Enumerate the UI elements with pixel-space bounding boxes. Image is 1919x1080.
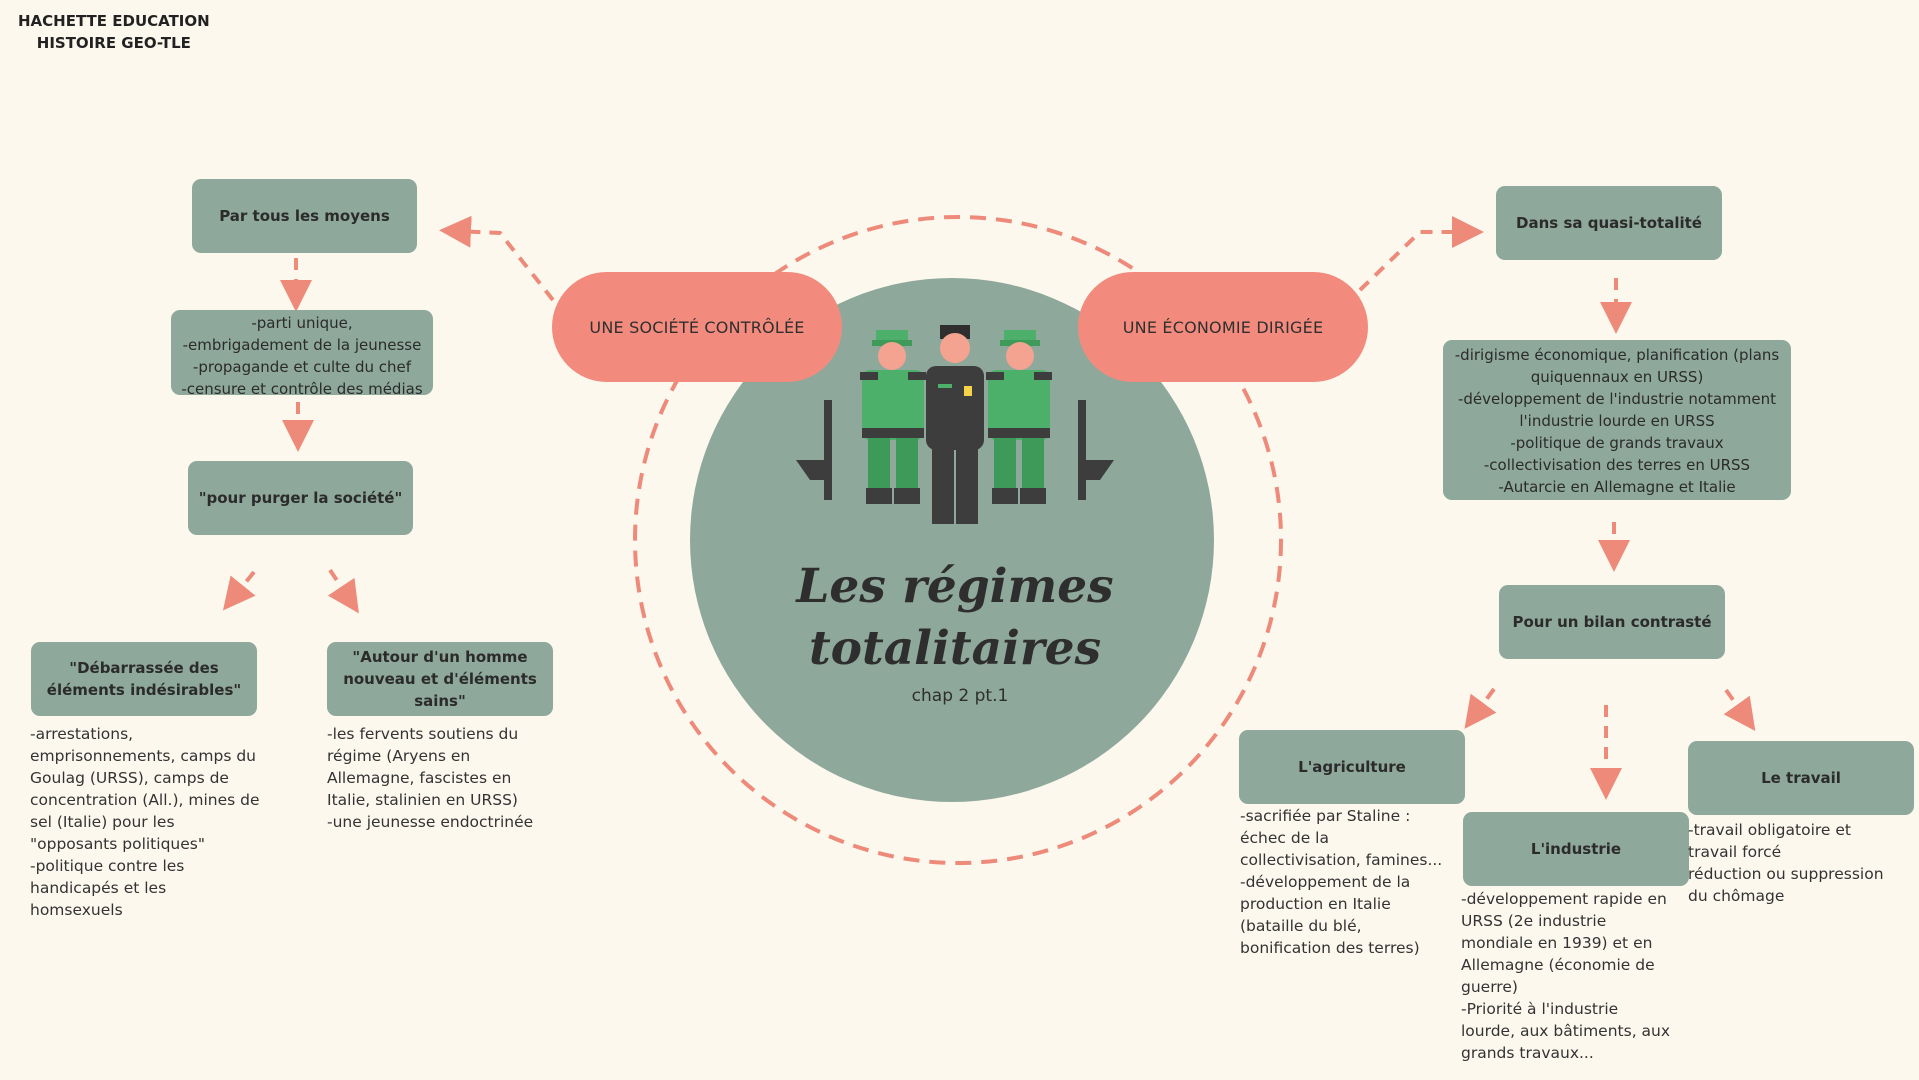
total-list-item: quiquennaux en URSS)	[1530, 368, 1704, 386]
central-title: Les régimes totalitaires	[750, 556, 1160, 680]
total-list-item: -politique de grands travaux	[1510, 434, 1724, 452]
box-homme-nouveau: "Autour d'un homme nouveau et d'éléments…	[327, 642, 553, 716]
total-list-item: -collectivisation des terres en URSS	[1483, 456, 1751, 474]
header-line1: HACHETTE EDUCATION	[18, 12, 210, 30]
soldier-left-icon	[796, 330, 926, 504]
box-par-tous-les-moyens: Par tous les moyens	[192, 179, 417, 253]
header: HACHETTE EDUCATION HISTOIRE GEO-TLE	[18, 10, 210, 54]
box-debarrassee: "Débarrassée des éléments indésirables"	[31, 642, 257, 716]
box-travail: Le travail	[1688, 741, 1914, 815]
dashed-arrow-icon	[1358, 216, 1484, 292]
text-travail-body: -travail obligatoire et travail forcé ré…	[1688, 821, 1884, 905]
total-list-item: -dirigisme économique, planification (pl…	[1454, 346, 1780, 364]
text-agriculture: -sacrifiée par Staline : échec de la col…	[1240, 805, 1462, 959]
total-list-item: l'industrie lourde en URSS	[1519, 412, 1715, 430]
text-homme-nouveau: -les fervents soutiens du régime (Aryens…	[327, 723, 567, 833]
dashed-arrow-icon	[439, 215, 555, 302]
pill-societe-controlee: UNE SOCIÉTÉ CONTRÔLÉE	[552, 272, 842, 382]
text-debarrassee: -arrestations, emprisonnements, camps du…	[30, 723, 270, 921]
box-total-list: -dirigisme économique, planification (pl…	[1443, 340, 1791, 500]
dashed-arrow-icon	[327, 568, 359, 614]
soldier-right-icon	[986, 330, 1114, 504]
means-list-item: -embrigadement de la jeunesse	[182, 336, 422, 354]
title-line2: totalitaires	[808, 621, 1102, 676]
text-debarrassee-body: -arrestations, emprisonnements, camps du…	[30, 725, 260, 919]
text-industrie-body: -développement rapide en URSS (2e indust…	[1461, 890, 1671, 1062]
pill-economie-dirigee: UNE ÉCONOMIE DIRIGÉE	[1078, 272, 1368, 382]
box-means-list: -parti unique, -embrigadement de la jeun…	[171, 310, 433, 398]
dashed-arrow-icon	[1723, 688, 1756, 732]
means-list-item: -parti unique,	[251, 314, 353, 332]
text-industrie: -développement rapide en URSS (2e indust…	[1461, 888, 1691, 1064]
text-homme-nouveau-body: -les fervents soutiens du régime (Aryens…	[327, 725, 534, 831]
dashed-ring	[633, 215, 1283, 865]
means-list-item: -censure et contrôle des médias	[181, 380, 423, 398]
dashed-arrow-icon	[1464, 687, 1497, 729]
box-quasi-totalite: Dans sa quasi-totalité	[1496, 186, 1722, 260]
box-pour-purger: "pour purger la société"	[188, 461, 413, 535]
officer-center-icon	[926, 325, 984, 524]
box-agriculture: L'agriculture	[1239, 730, 1465, 804]
central-subtitle: chap 2 pt.1	[911, 686, 1009, 706]
title-line1: Les régimes	[796, 559, 1114, 614]
total-list-item: -Autarcie en Allemagne et Italie	[1498, 478, 1736, 496]
text-travail: -travail obligatoire et travail forcé ré…	[1688, 819, 1916, 907]
means-list-item: -propagande et culte du chef	[192, 358, 412, 376]
dashed-arrow-icon	[222, 570, 256, 611]
box-bilan-contraste: Pour un bilan contrasté	[1499, 585, 1725, 659]
total-list-item: -développement de l'industrie notamment	[1457, 390, 1777, 408]
box-industrie: L'industrie	[1463, 812, 1689, 886]
soldiers-illustration-icon	[796, 325, 1114, 524]
text-agriculture-body: -sacrifiée par Staline : échec de la col…	[1240, 807, 1443, 957]
header-line2: HISTOIRE GEO-TLE	[36, 34, 191, 52]
